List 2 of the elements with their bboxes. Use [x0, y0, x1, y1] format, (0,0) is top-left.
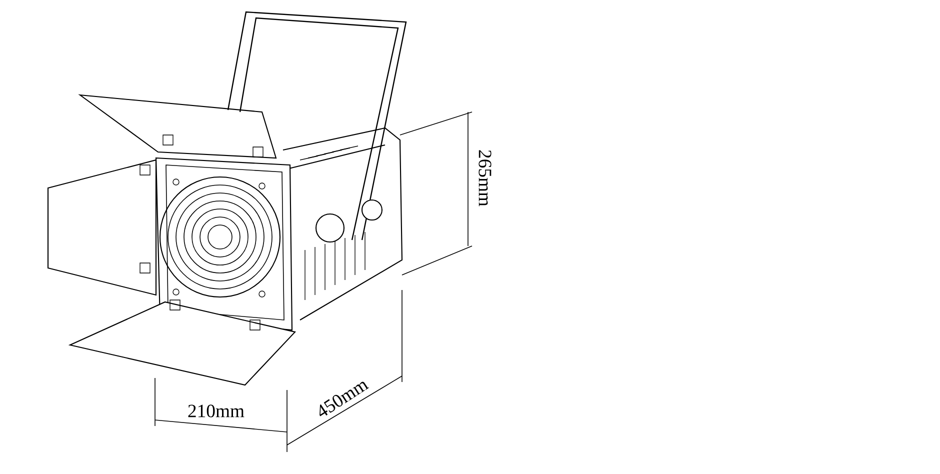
dimension-label: 210mm — [188, 404, 244, 418]
dimension-label: 265mm — [478, 150, 492, 206]
